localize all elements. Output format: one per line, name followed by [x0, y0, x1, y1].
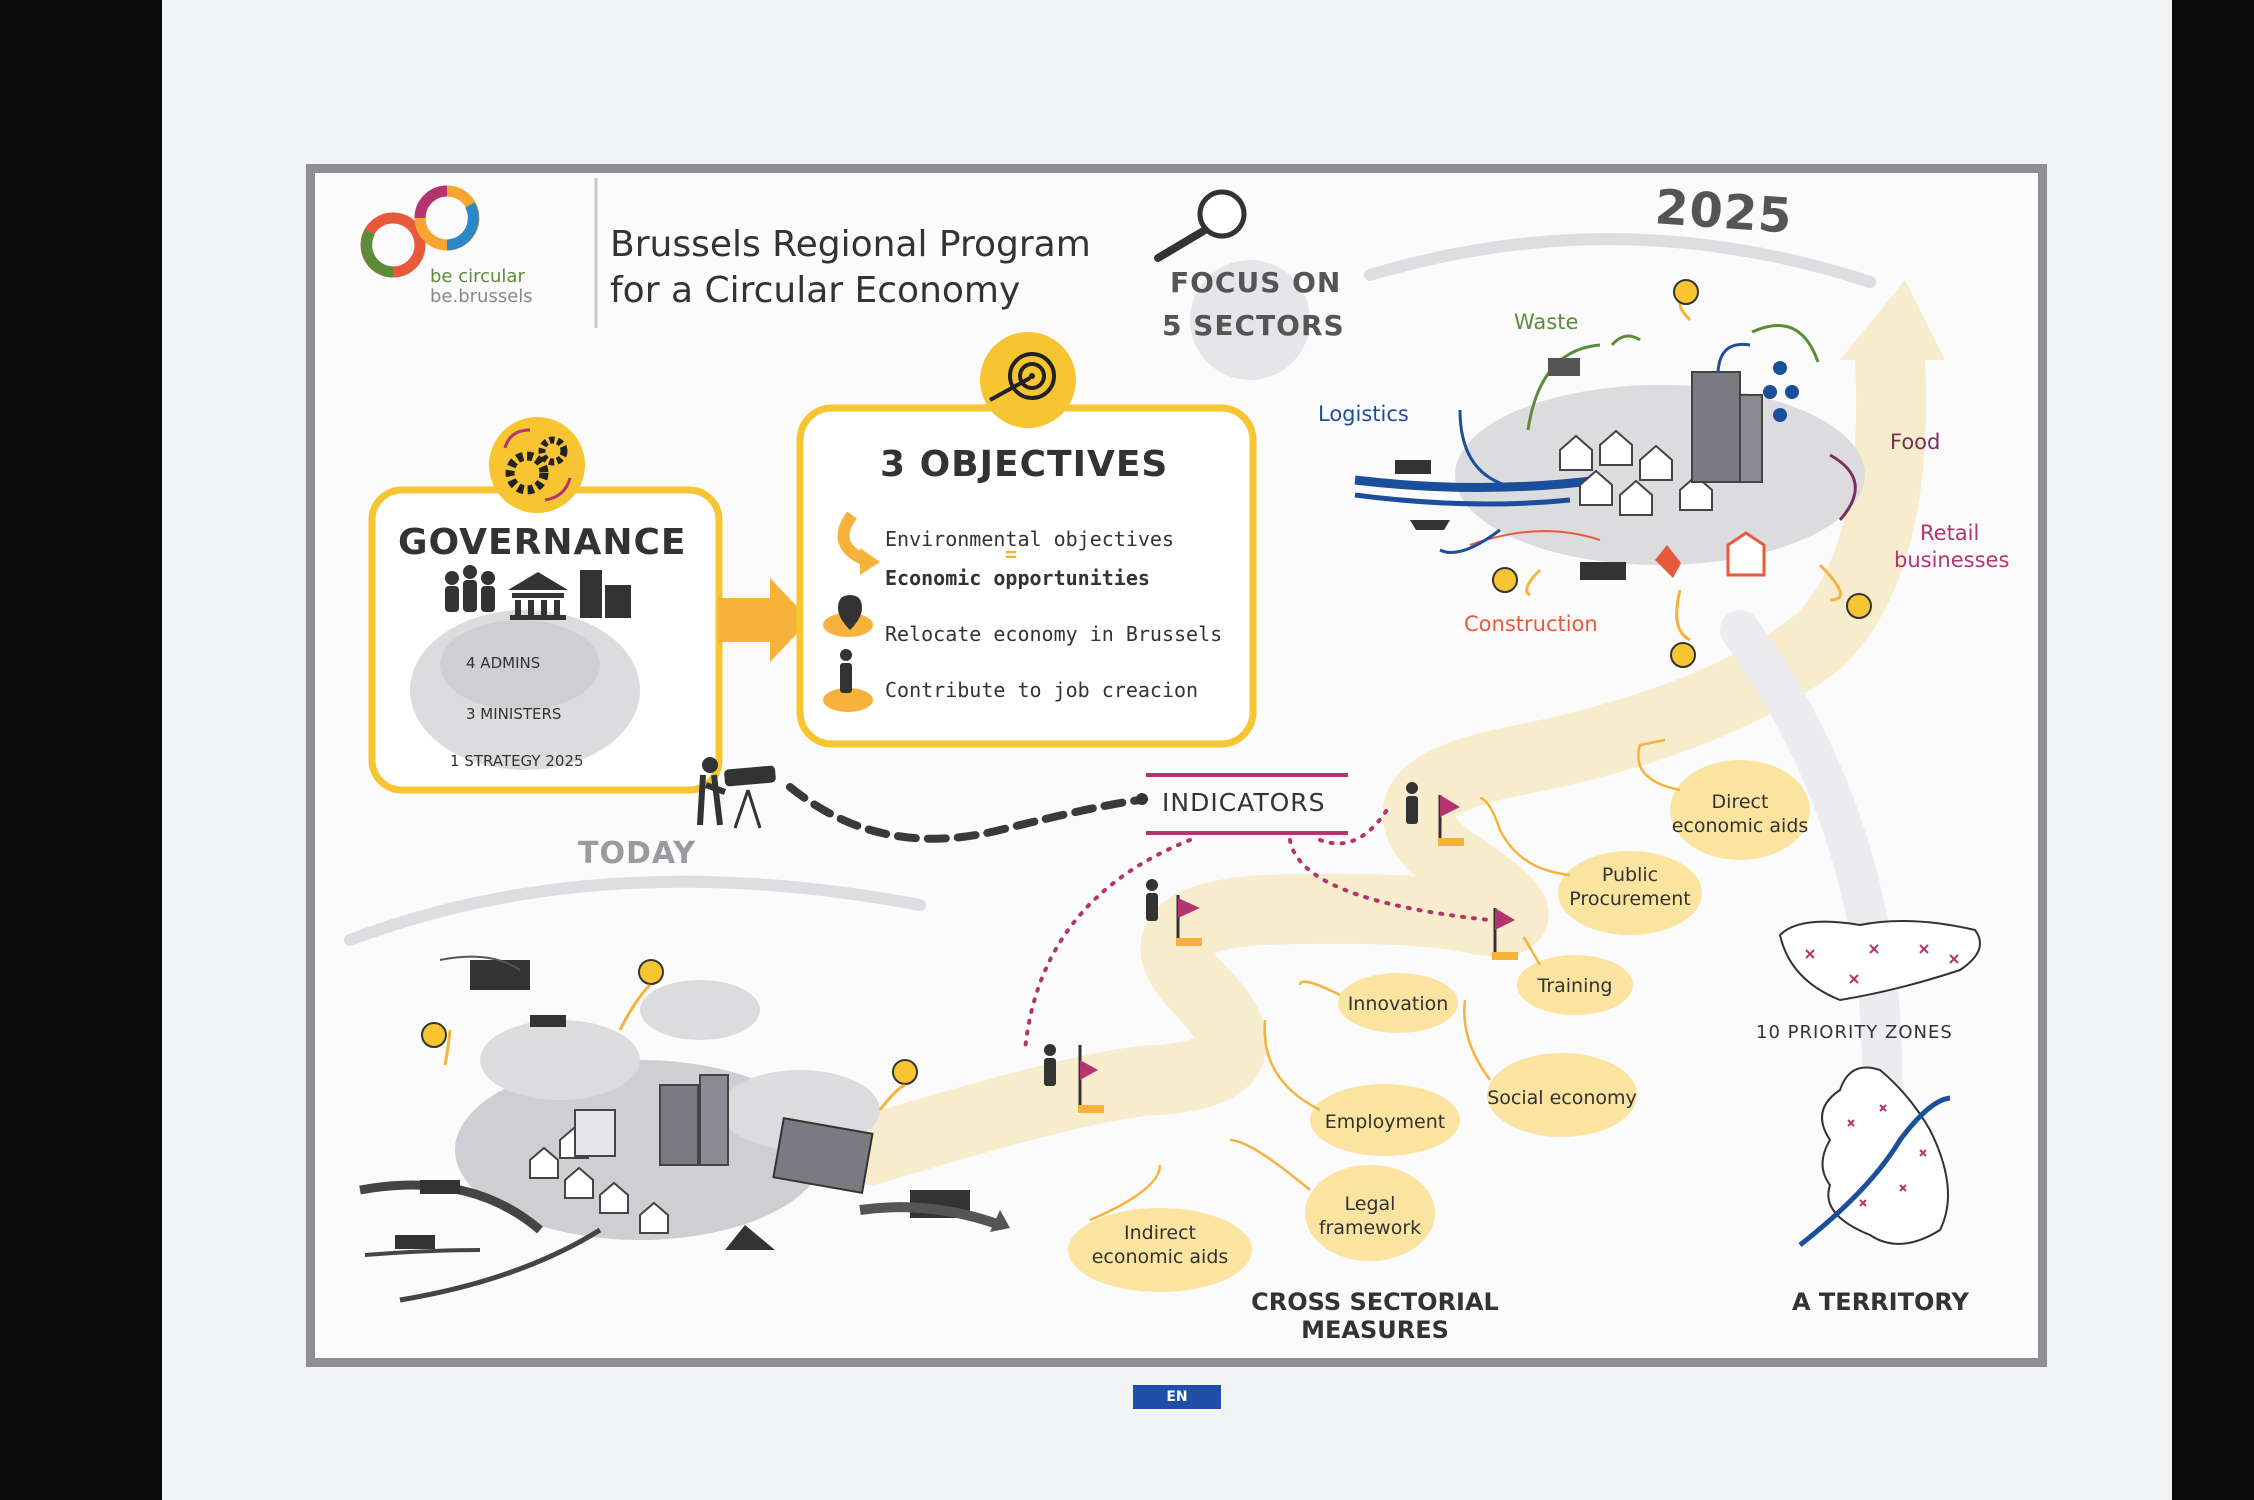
measure-public-line1: Public — [1601, 864, 1659, 886]
objective-jobs: Contribute to job creacion — [885, 678, 1199, 702]
focus-title-line2: 5 SECTORS — [1162, 309, 1345, 342]
flag-icon — [1406, 782, 1464, 846]
flag-icon — [1146, 879, 1202, 946]
measure-legal-line1: Legal — [1344, 1193, 1396, 1215]
measure-indirect-line2: economic aids — [1091, 1246, 1229, 1268]
territory-label: A TERRITORY — [1792, 1288, 1969, 1316]
measure-direct-line1: Direct — [1711, 791, 1769, 813]
sector-food: Food — [1890, 430, 1941, 454]
admins-people-icon — [445, 565, 495, 612]
measure-indirect-line1: Indirect — [1124, 1222, 1196, 1244]
indicator-dotted-links — [1023, 803, 1492, 1052]
cross-sectorial-line1: CROSS SECTORIAL — [1251, 1288, 1499, 1316]
cross-sectorial-line2: MEASURES — [1301, 1316, 1449, 1344]
gear-icon — [489, 417, 585, 513]
arc-today — [344, 875, 926, 946]
worker-icon — [823, 649, 873, 712]
page-title-line1: Brussels Regional Program — [610, 224, 1091, 265]
be-circular-logo — [360, 185, 480, 278]
focus-bubble — [1190, 260, 1310, 380]
objective-economic: Economic opportunities — [885, 566, 1150, 590]
measure-connectors — [1089, 738, 1681, 1222]
euro-coin-icons — [421, 279, 1872, 1085]
measure-innovation: Innovation — [1347, 993, 1449, 1015]
priority-zones-label: 10 PRIORITY ZONES — [1756, 1022, 1953, 1043]
measure-social-economy: Social economy — [1487, 1087, 1637, 1109]
page-title-line2: for a Circular Economy — [610, 270, 1021, 311]
indicators-label: INDICATORS — [1162, 788, 1326, 817]
flag-icon — [1044, 1044, 1104, 1113]
governance-level-ministers: 3 MINISTERS — [466, 705, 562, 723]
path-arrowhead — [1840, 280, 1945, 360]
territory-map — [1798, 1066, 1951, 1247]
flag-icon — [1492, 908, 1518, 960]
year-2025-label: 2025 — [1653, 179, 1795, 245]
recycle-arrow-icon — [837, 511, 880, 575]
logo-text-line2: be.brussels — [430, 286, 533, 307]
measure-direct-line2: economic aids — [1671, 815, 1809, 837]
measure-employment: Employment — [1324, 1111, 1446, 1133]
sector-construction: Construction — [1464, 612, 1598, 636]
governance-level-strategy: 1 STRATEGY 2025 — [450, 752, 584, 770]
objective-relocate: Relocate economy in Brussels — [885, 622, 1223, 646]
governance-ellipse-inner — [440, 620, 600, 710]
sector-logistics: Logistics — [1318, 402, 1409, 426]
measure-training: Training — [1537, 975, 1613, 997]
location-pin-icon — [823, 595, 873, 637]
measure-public-line2: Procurement — [1569, 888, 1691, 910]
sector-retail-line2: businesses — [1894, 548, 2010, 572]
today-city-illustration — [359, 955, 1010, 1303]
objective-equals: = — [1005, 542, 1018, 566]
focus-title-line1: FOCUS ON — [1170, 266, 1342, 299]
measure-blobs — [1068, 760, 1810, 1292]
today-label: TODAY — [578, 836, 696, 871]
priority-zones-map — [1778, 920, 1981, 1002]
objectives-title: 3 OBJECTIVES — [880, 444, 1169, 485]
governance-level-admins: 4 ADMINS — [466, 654, 541, 672]
dashed-trail — [786, 783, 1144, 843]
magnifier-icon — [1154, 189, 1247, 262]
governance-title: GOVERNANCE — [398, 522, 687, 563]
city-buildings-icon — [580, 570, 631, 618]
measure-legal-line2: framework — [1318, 1217, 1422, 1239]
territory-band — [1720, 610, 1903, 1160]
objective-environmental: Environmental objectives — [885, 527, 1174, 551]
telescope-person-icon — [697, 757, 776, 829]
trail-end-dot — [1136, 793, 1148, 805]
language-badge[interactable]: EN — [1133, 1385, 1221, 1409]
sector-retail-line1: Retail — [1920, 521, 1980, 545]
governance-to-objectives-arrow — [718, 578, 810, 662]
arc-2025 — [1364, 233, 1876, 288]
sector-waste: Waste — [1514, 310, 1579, 334]
logo-text-line1: be circular — [430, 266, 525, 287]
ministry-building-icon — [508, 572, 568, 620]
circular-city-illustration — [1354, 293, 1865, 642]
target-icon — [980, 332, 1076, 428]
